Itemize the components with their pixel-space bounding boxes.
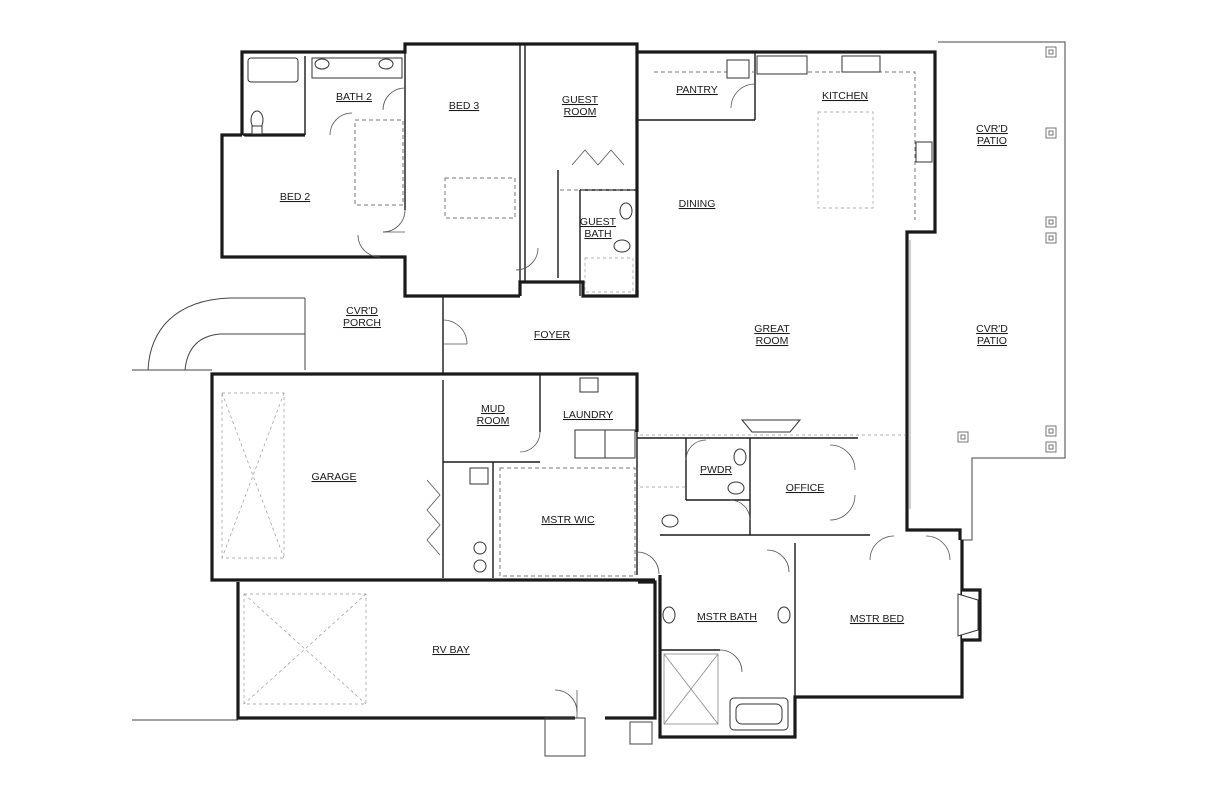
- room-label-bed-3: BED 3: [449, 100, 480, 112]
- room-label-line: KITCHEN: [822, 90, 868, 102]
- room-label-line: RV BAY: [432, 644, 470, 656]
- room-label-line: LAUNDRY: [563, 409, 613, 421]
- room-label-line: MSTR WIC: [541, 514, 594, 526]
- room-label-line: PWDR: [700, 464, 732, 476]
- room-label-office: OFFICE: [786, 482, 825, 494]
- room-label-laundry: LAUNDRY: [563, 409, 613, 421]
- entry-steps: [544, 717, 653, 757]
- patio-outline: [909, 41, 1066, 541]
- room-label-line: OFFICE: [786, 482, 825, 494]
- room-label-line: CVR'D: [976, 323, 1008, 335]
- room-label-line: PATIO: [977, 135, 1007, 147]
- room-label-line: MSTR BED: [850, 613, 905, 625]
- room-label-rv-bay: RV BAY: [432, 644, 470, 656]
- room-label-kitchen: KITCHEN: [822, 90, 868, 102]
- interior-walls: [304, 44, 870, 697]
- patio-posts: [957, 46, 1057, 453]
- room-label-line: PORCH: [343, 317, 381, 329]
- room-label-line: DINING: [679, 198, 716, 210]
- room-label-line: GUEST: [562, 94, 599, 106]
- room-label-dining: DINING: [679, 198, 716, 210]
- room-label-line: CVR'D: [976, 123, 1008, 135]
- room-label-powder: PWDR: [700, 464, 732, 476]
- room-label-master-wic: MSTR WIC: [541, 514, 594, 526]
- room-label-line: PATIO: [977, 335, 1007, 347]
- room-label-line: MUD: [481, 403, 505, 415]
- room-label-line: GUEST: [580, 216, 617, 228]
- room-label-line: ROOM: [564, 106, 597, 118]
- room-label-line: MSTR BATH: [697, 611, 757, 623]
- room-label-line: PANTRY: [676, 84, 718, 96]
- room-label-bath-2: BATH 2: [336, 91, 372, 103]
- room-label-garage: GARAGE: [312, 471, 357, 483]
- room-label-line: BED 2: [280, 191, 311, 203]
- exterior-walls: [210, 42, 982, 739]
- plumbing-fixtures: [247, 55, 979, 731]
- room-label-line: GREAT: [754, 323, 790, 335]
- room-label-bed-2: BED 2: [280, 191, 311, 203]
- porch-walkway: [132, 297, 306, 371]
- room-label-master-bath: MSTR BATH: [697, 611, 757, 623]
- room-label-line: FOYER: [534, 329, 571, 341]
- overhead-doors: [132, 392, 367, 721]
- room-label-line: GARAGE: [312, 471, 357, 483]
- room-label-master-bed: MSTR BED: [850, 613, 905, 625]
- door-swings: [329, 83, 951, 718]
- room-label-line: BATH 2: [336, 91, 372, 103]
- room-label-line: ROOM: [756, 335, 789, 347]
- room-label-line: CVR'D: [346, 305, 378, 317]
- room-label-foyer: FOYER: [534, 329, 571, 341]
- room-label-line: BED 3: [449, 100, 480, 112]
- room-label-pantry: PANTRY: [676, 84, 718, 96]
- room-label-line: ROOM: [477, 415, 510, 427]
- room-label-line: BATH: [584, 228, 611, 240]
